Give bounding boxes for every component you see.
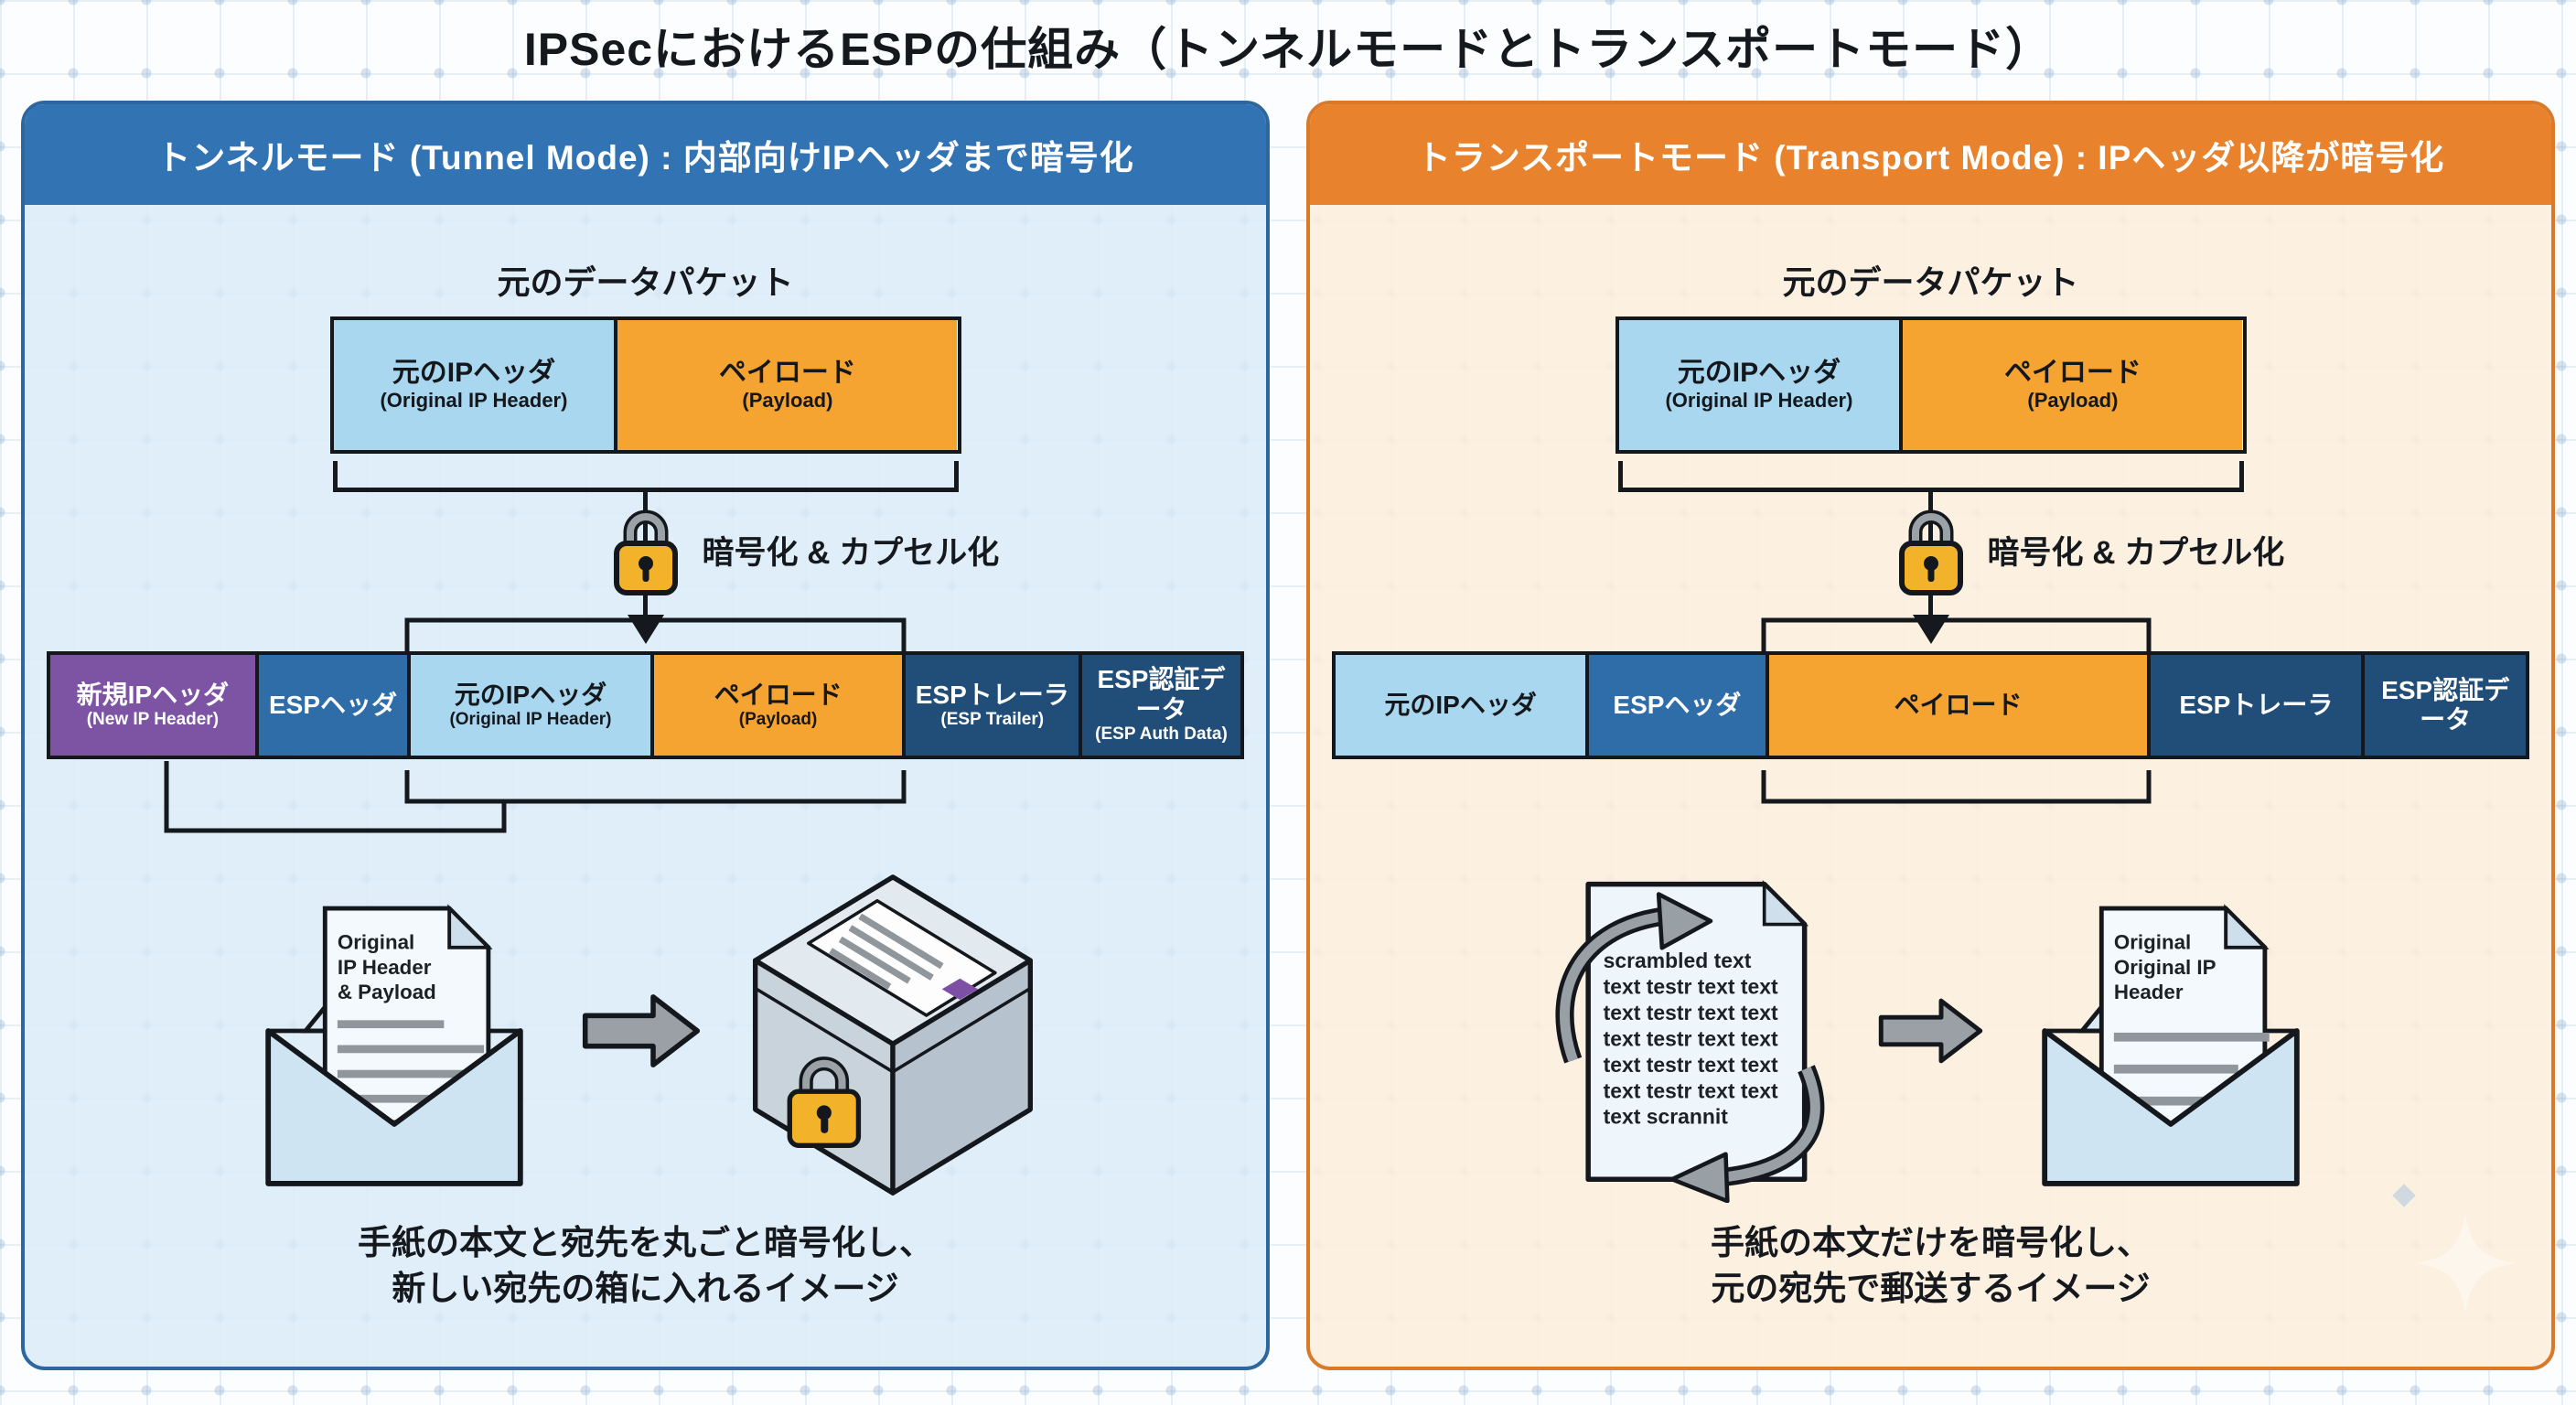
cycle-arrow-top-icon xyxy=(1555,892,1713,1064)
bracket-under-payload xyxy=(1761,770,2152,804)
tunnel-illustration: Original IP Header & Payload xyxy=(47,857,1244,1209)
svg-text:Original: Original xyxy=(2114,931,2191,954)
cell-esp-header: ESPヘッダ xyxy=(254,655,408,756)
sparkle-icon xyxy=(2410,1208,2520,1323)
tunnel-caption: 手紙の本文と宛先を丸ごと暗号化し、 新しい宛先の箱に入れるイメージ xyxy=(358,1224,933,1307)
cell-esp-auth-data: ESP認証データ (ESP Auth Data) xyxy=(1079,655,1240,756)
transport-encrypt-connector: 暗号化 & カプセル化 xyxy=(1332,454,2529,644)
svg-text:Header: Header xyxy=(2114,981,2184,1003)
svg-text:text testr text text: text testr text text xyxy=(1604,1001,1778,1024)
cell-new-ip-header: 新規IPヘッダ (New IP Header) xyxy=(50,655,255,756)
svg-text:text testr text text: text testr text text xyxy=(1604,1027,1778,1051)
page-title: IPSecにおけるESPの仕組み（トンネルモードとトランスポートモード） xyxy=(523,24,2053,75)
tunnel-encrypt-connector: 暗号化 & カプセル化 xyxy=(47,454,1244,644)
right-arrow-icon xyxy=(582,991,701,1076)
lock-icon xyxy=(1897,499,1965,603)
panels-row: トンネルモード (Tunnel Mode) : 内部向けIPヘッダまで暗号化 元… xyxy=(0,101,2576,1370)
transport-original-packet-label: 元のデータパケット xyxy=(1782,263,2079,301)
cell-payload: ペイロード xyxy=(1765,655,2148,756)
locked-box-icon xyxy=(737,856,1048,1210)
cell-payload: ペイロード (Payload) xyxy=(1899,320,2243,450)
cell-original-ip-header: 元のIPヘッダ (Original IP Header) xyxy=(1618,320,1900,450)
transport-caption: 手紙の本文だけを暗号化し、 元の宛先で郵送するイメージ xyxy=(1711,1224,2151,1307)
transport-content: 元のデータパケット 元のIPヘッダ (Original IP Header) ペ… xyxy=(1310,256,2551,1312)
cell-esp-trailer: ESPトレーラ (ESP Trailer) xyxy=(902,655,1079,756)
right-arrow-icon xyxy=(1878,995,1983,1071)
cell-payload: ペイロード (Payload) xyxy=(614,320,958,450)
cell-original-ip-header: 元のIPヘッダ (Original IP Header) xyxy=(333,320,615,450)
down-arrow-icon xyxy=(1912,615,1949,644)
cell-original-ip-header: 元のIPヘッダ xyxy=(1336,655,1586,756)
cell-payload: ペイロード (Payload) xyxy=(649,655,903,756)
cycle-arrow-bottom-icon xyxy=(1669,1065,1825,1204)
tunnel-mode-header: トンネルモード (Tunnel Mode) : 内部向けIPヘッダまで暗号化 xyxy=(25,104,1266,205)
scrambled-document-icon: scrambled text text testr text text text… xyxy=(1540,859,1841,1207)
bracket-over-payload xyxy=(1761,617,2152,651)
tunnel-mode-panel: トンネルモード (Tunnel Mode) : 内部向けIPヘッダまで暗号化 元… xyxy=(21,101,1270,1370)
svg-text:Original: Original xyxy=(337,931,413,954)
open-envelope-letter-icon: Original IP Header & Payload xyxy=(243,866,545,1200)
transport-original-packet: 元のIPヘッダ (Original IP Header) ペイロード (Payl… xyxy=(1615,316,2247,454)
transport-mode-header: トランスポートモード (Transport Mode) : IPヘッダ以降が暗号… xyxy=(1310,104,2551,205)
cell-esp-header: ESPヘッダ xyxy=(1585,655,1766,756)
down-arrow-icon xyxy=(627,615,664,644)
cell-original-ip-header: 元のIPヘッダ (Original IP Header) xyxy=(407,655,650,756)
brackets-under-encrypted-packet xyxy=(164,761,907,833)
bracket-under-original-packet xyxy=(332,461,959,492)
bracket-under-original-packet xyxy=(1617,461,2244,492)
tunnel-original-packet-label: 元のデータパケット xyxy=(497,263,794,301)
svg-text:text testr text text: text testr text text xyxy=(1604,1078,1778,1102)
tunnel-content: 元のデータパケット 元のIPヘッダ (Original IP Header) ペ… xyxy=(25,256,1266,1312)
open-envelope-letter-icon: Original Original IP Header xyxy=(2020,866,2322,1200)
transport-encrypted-packet: 元のIPヘッダ ESPヘッダ ペイロード ESPトレーラ xyxy=(1332,651,2529,759)
transport-mode-panel: トランスポートモード (Transport Mode) : IPヘッダ以降が暗号… xyxy=(1306,101,2555,1370)
tunnel-encrypt-label: 暗号化 & カプセル化 xyxy=(702,535,1000,571)
svg-text:text testr text text: text testr text text xyxy=(1604,1053,1778,1077)
lock-icon xyxy=(612,499,680,603)
svg-text:& Payload: & Payload xyxy=(337,981,435,1003)
tunnel-encrypted-packet: 新規IPヘッダ (New IP Header) ESPヘッダ 元のIPヘッダ (… xyxy=(47,651,1244,759)
svg-text:text scrannit: text scrannit xyxy=(1604,1105,1729,1129)
transport-encrypt-label: 暗号化 & カプセル化 xyxy=(1987,535,2285,571)
transport-illustration: scrambled text text testr text text text… xyxy=(1332,857,2529,1209)
svg-text:IP Header: IP Header xyxy=(337,956,431,979)
svg-text:scrambled text: scrambled text xyxy=(1604,949,1752,972)
svg-text:text testr text text: text testr text text xyxy=(1604,975,1778,999)
svg-text:Original IP: Original IP xyxy=(2114,956,2216,979)
tunnel-original-packet: 元のIPヘッダ (Original IP Header) ペイロード (Payl… xyxy=(329,316,961,454)
cell-esp-trailer: ESPトレーラ xyxy=(2147,655,2362,756)
cell-esp-auth-data: ESP認証データ xyxy=(2361,655,2526,756)
